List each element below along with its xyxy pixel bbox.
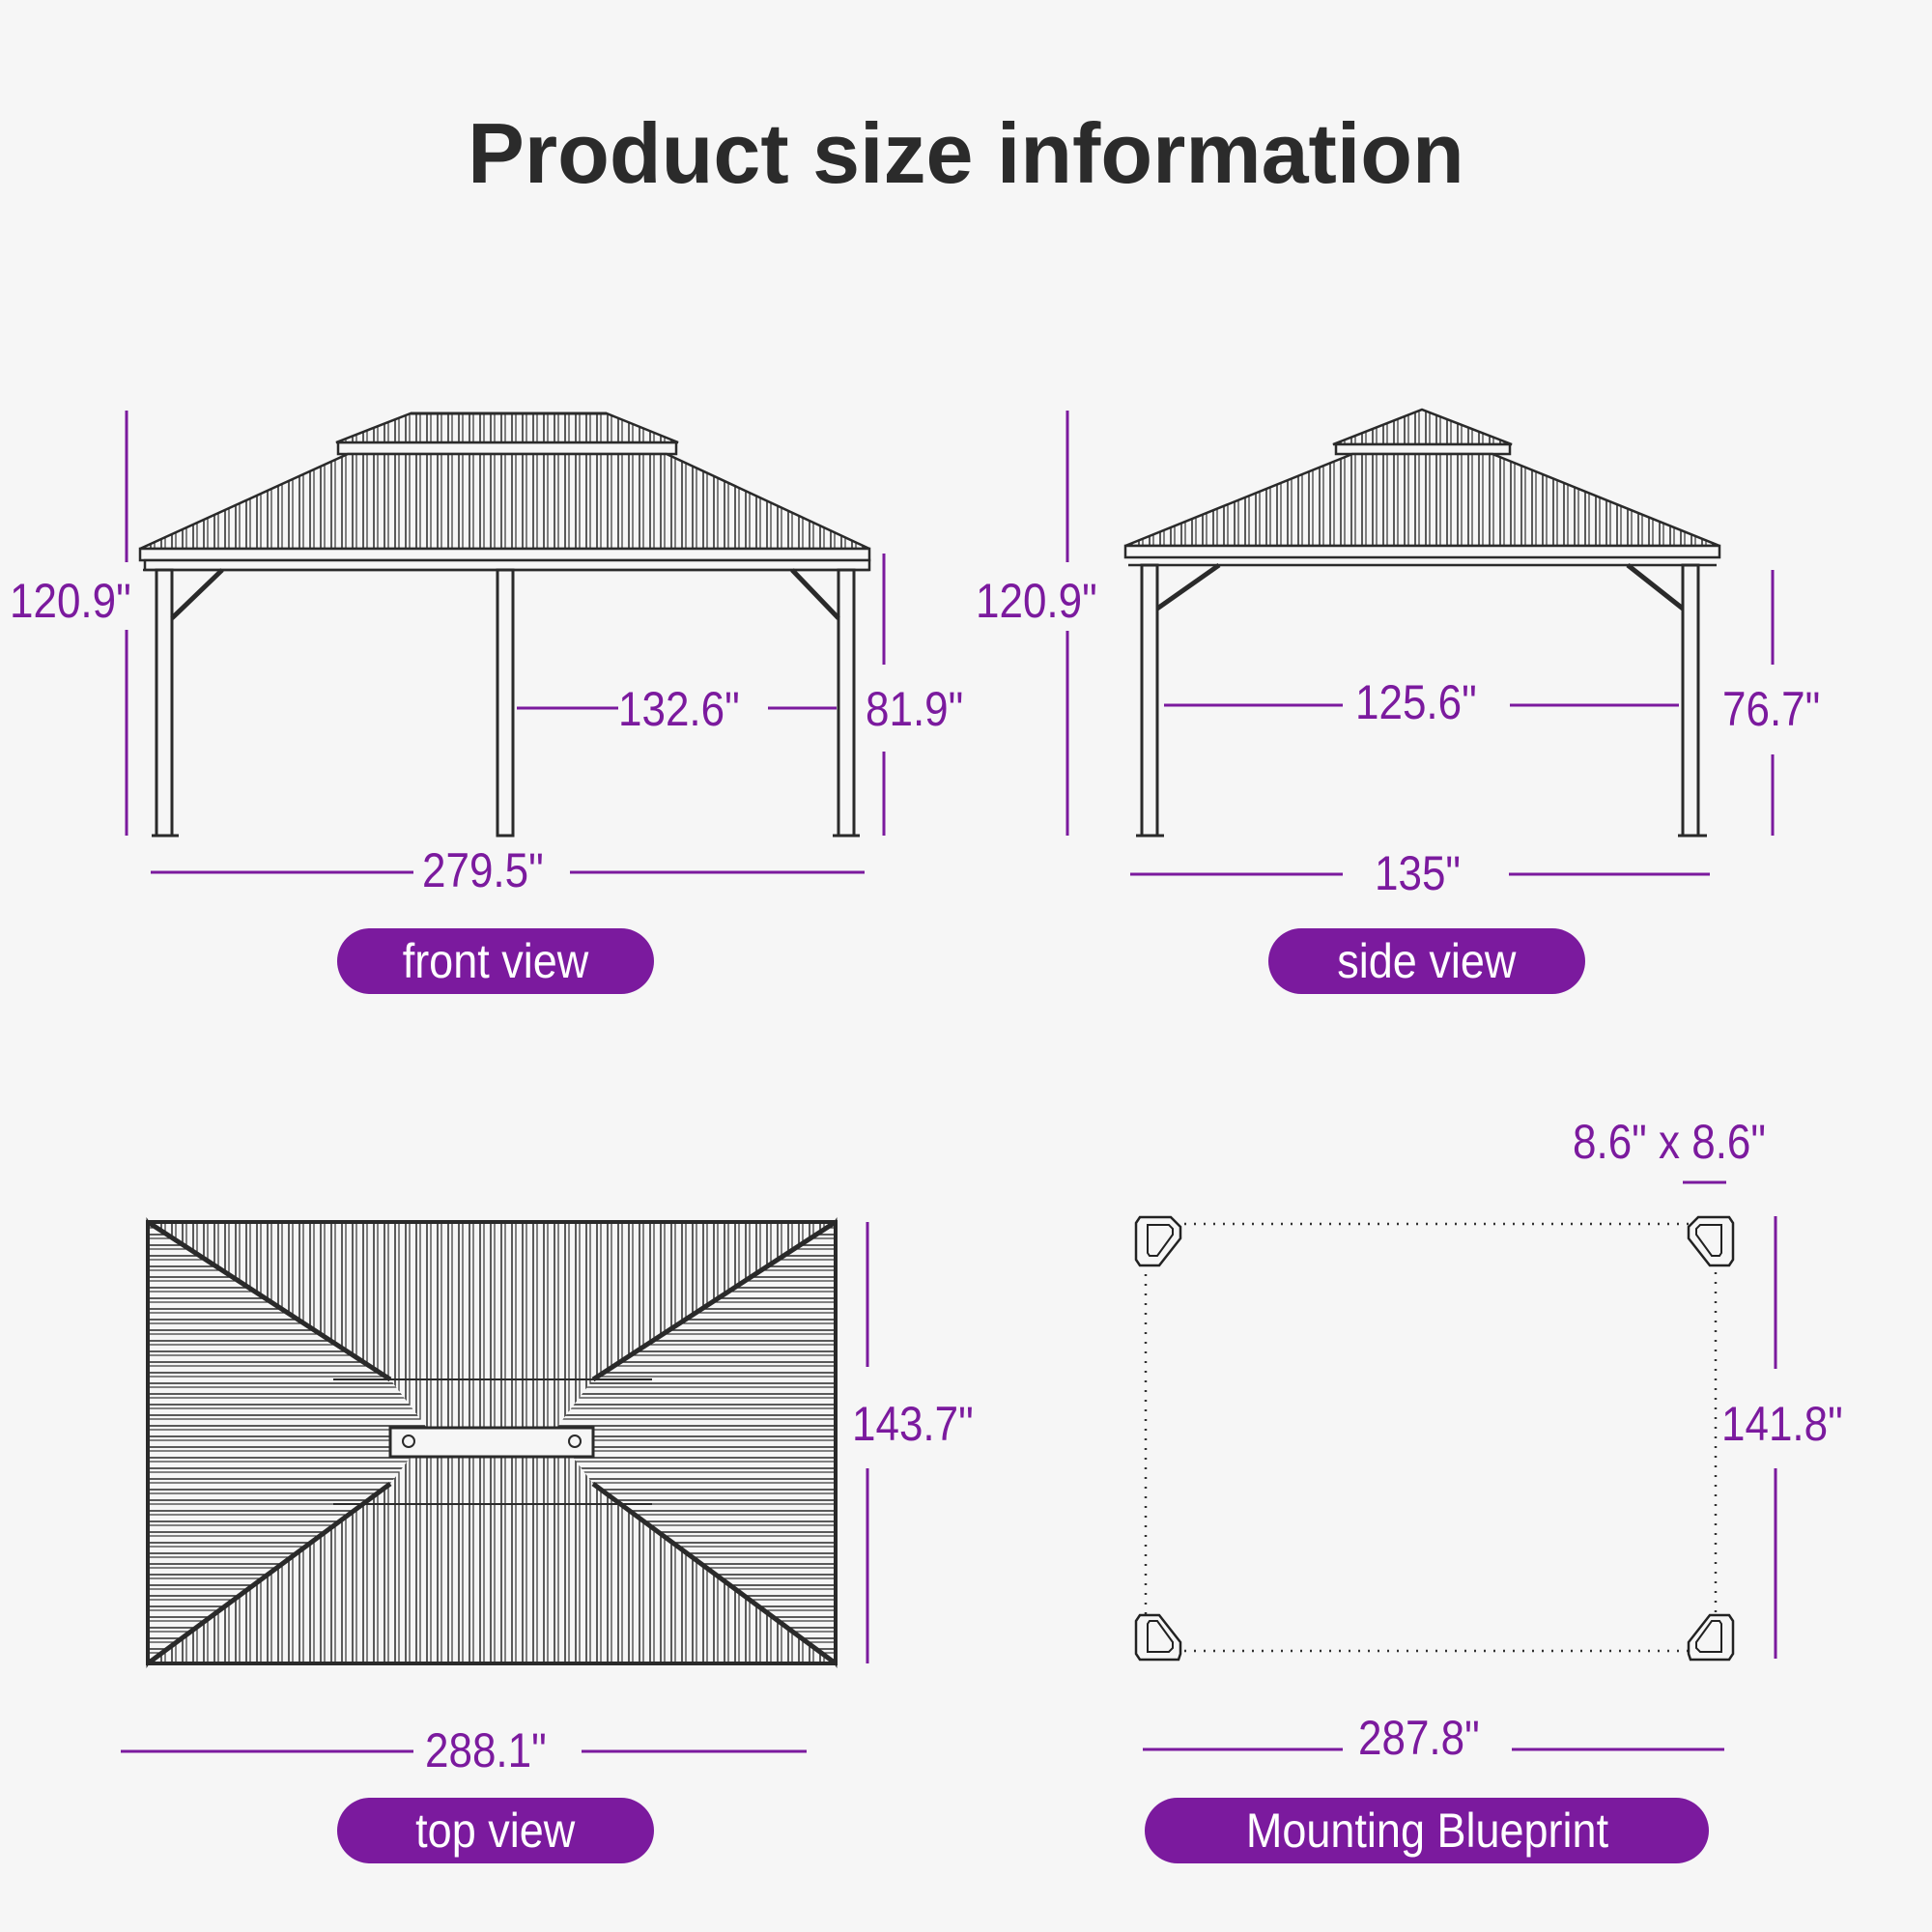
mounting-width-label: 287.8" bbox=[1358, 1711, 1480, 1765]
side-view-gazebo-drawing bbox=[1123, 408, 1721, 838]
front-view-dimension-lines bbox=[125, 411, 886, 874]
side-view-leg-spacing-label: 125.6" bbox=[1355, 675, 1477, 729]
top-view-roof-drawing bbox=[146, 1217, 838, 1668]
front-view-leg-spacing-label: 132.6" bbox=[618, 682, 740, 736]
mounting-blueprint-dimension-lines bbox=[1143, 1180, 1777, 1751]
top-view-depth-label: 143.7" bbox=[852, 1397, 974, 1451]
base-plate-size-label: 8.6" x 8.6" bbox=[1573, 1115, 1767, 1169]
top-view-dimension-lines bbox=[121, 1222, 869, 1753]
base-plate-bottom-left bbox=[1134, 1613, 1182, 1662]
base-plate-top-right bbox=[1687, 1215, 1735, 1267]
page-title: Product size information bbox=[468, 105, 1464, 201]
mounting-blueprint-badge: Mounting Blueprint bbox=[1145, 1798, 1709, 1863]
mounting-depth-label: 141.8" bbox=[1721, 1397, 1843, 1451]
top-view-badge: top view bbox=[337, 1798, 654, 1863]
front-view-badge: front view bbox=[337, 928, 654, 994]
base-plate-bottom-right bbox=[1687, 1613, 1735, 1662]
base-plate-top-left bbox=[1134, 1215, 1182, 1267]
side-view-total-width-label: 135" bbox=[1375, 846, 1462, 900]
side-view-dimension-lines bbox=[1065, 411, 1775, 876]
mounting-blueprint-drawing bbox=[1134, 1215, 1735, 1662]
side-view-badge: side view bbox=[1268, 928, 1585, 994]
front-view-total-width-label: 279.5" bbox=[422, 843, 544, 897]
side-view-total-height-label: 120.9" bbox=[976, 574, 1097, 628]
top-view-width-label: 288.1" bbox=[425, 1723, 547, 1777]
front-view-total-height-label: 120.9" bbox=[10, 574, 131, 628]
front-view-gazebo-drawing bbox=[138, 412, 871, 838]
side-view-clearance-height-label: 76.7" bbox=[1722, 682, 1821, 736]
front-view-clearance-height-label: 81.9" bbox=[866, 682, 964, 736]
